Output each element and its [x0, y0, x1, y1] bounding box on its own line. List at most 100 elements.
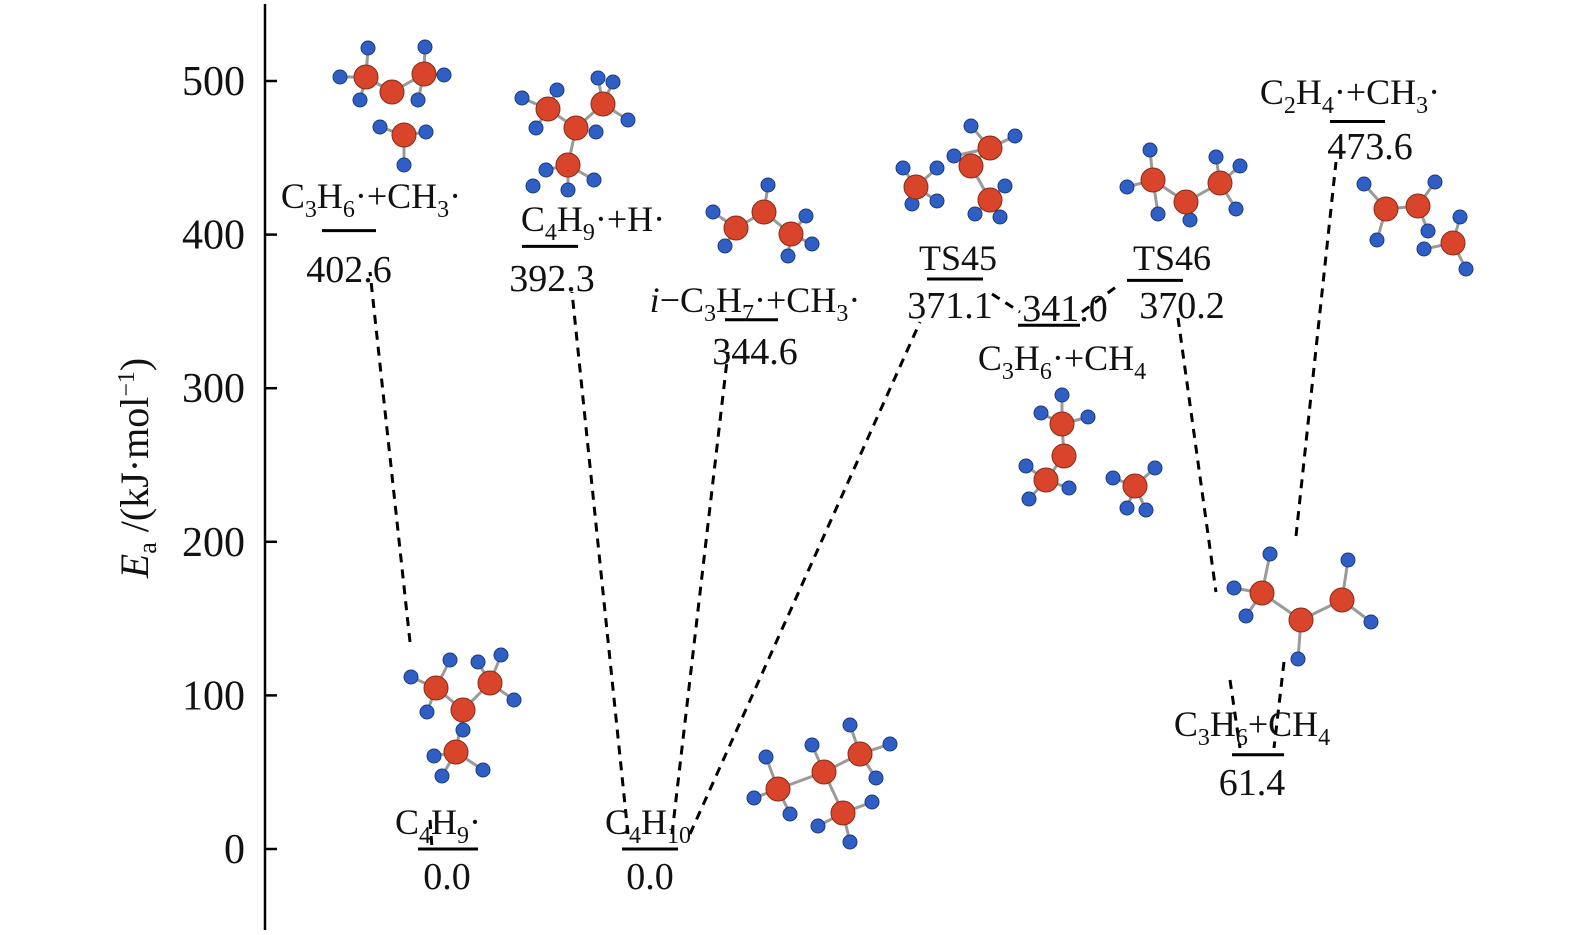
- carbon-atom: [958, 153, 984, 179]
- level-energy-value: 0.0: [423, 856, 471, 898]
- hydrogen-atom: [1138, 502, 1154, 518]
- hydrogen-atom: [475, 762, 491, 778]
- carbon-atom: [751, 199, 777, 225]
- hydrogen-atom: [882, 736, 898, 752]
- carbon-atom: [1373, 196, 1399, 222]
- hydrogen-atom: [419, 704, 435, 720]
- hydrogen-atom: [1232, 158, 1248, 174]
- hydrogen-atom: [470, 654, 486, 670]
- carbon-atom: [977, 187, 1003, 213]
- molecule-c3h6-ch3: [332, 39, 452, 173]
- hydrogen-atom: [963, 118, 979, 134]
- hydrogen-atom: [1369, 232, 1385, 248]
- hydrogen-atom: [804, 236, 820, 252]
- hydrogen-atom: [1458, 261, 1474, 277]
- level-energy-value: 371.1: [907, 285, 993, 327]
- carbon-atom: [1122, 473, 1148, 499]
- hydrogen-atom: [1142, 142, 1158, 158]
- hydrogen-atom: [352, 92, 368, 108]
- carbon-atom: [353, 64, 379, 90]
- hydrogen-atom: [810, 818, 826, 834]
- y-tick-label: 0: [224, 827, 245, 873]
- carbon-atom: [1173, 189, 1199, 215]
- hydrogen-atom: [360, 40, 376, 56]
- carbon-atom: [778, 221, 804, 247]
- hydrogen-atom: [782, 806, 798, 822]
- hydrogen-atom: [1208, 149, 1224, 165]
- level-species-label: TS46: [1133, 238, 1211, 278]
- hydrogen-atom: [528, 120, 544, 136]
- hydrogen-atom: [1018, 458, 1034, 474]
- level-energy-value: 61.4: [1219, 762, 1286, 804]
- carbon-atom: [847, 741, 873, 767]
- hydrogen-atom: [586, 172, 602, 188]
- hydrogen-atom: [538, 162, 554, 178]
- hydrogen-atom: [620, 112, 636, 128]
- connection-lines: [368, 161, 1338, 849]
- level-species-label: C4H9·+H·: [521, 199, 665, 246]
- hydrogen-atom: [1416, 241, 1432, 257]
- hydrogen-atom: [780, 248, 796, 264]
- hydrogen-atom: [1290, 651, 1306, 667]
- hydrogen-atom: [434, 768, 450, 784]
- hydrogen-atom: [929, 193, 945, 209]
- hydrogen-atom: [417, 39, 433, 55]
- carbon-atom: [830, 800, 856, 826]
- carbon-atom: [1033, 467, 1059, 493]
- molecule-structures: [332, 39, 1474, 850]
- hydrogen-atom: [992, 209, 1008, 225]
- hydrogen-atom: [1427, 174, 1443, 190]
- hydrogen-atom: [798, 208, 814, 224]
- y-tick-label: 100: [182, 673, 245, 719]
- connection-c4h9-to-c3h6-ch3: [368, 271, 412, 643]
- level-energy-value: 392.3: [509, 258, 595, 300]
- hydrogen-atom: [1226, 580, 1242, 596]
- molecule-ic3h7-ch3: [705, 177, 820, 264]
- hydrogen-atom: [418, 124, 434, 140]
- carbon-atom: [1051, 443, 1077, 469]
- level-c3h6-ch3: C3H6·+CH3·402.6: [281, 176, 461, 291]
- hydrogen-atom: [605, 74, 621, 90]
- molecule-c3h6-ch4-rad: [1018, 387, 1163, 518]
- hydrogen-atom: [746, 790, 762, 806]
- hydrogen-atom: [895, 160, 911, 176]
- hydrogen-atom: [1021, 491, 1037, 507]
- y-tick-label: 300: [182, 366, 245, 412]
- y-tick-label: 500: [182, 59, 245, 105]
- hydrogen-atom: [1238, 608, 1254, 624]
- hydrogen-atom: [946, 148, 962, 164]
- hydrogen-atom: [1363, 614, 1379, 630]
- hydrogen-atom: [396, 157, 412, 173]
- hydrogen-atom: [842, 834, 858, 850]
- level-species-label: C4H9·: [395, 802, 481, 849]
- connection-c4h10-to-ic3h7-ch3: [670, 351, 730, 835]
- level-energy-value: 344.6: [712, 331, 798, 373]
- molecule-c4h9-h: [514, 70, 636, 198]
- hydrogen-atom: [705, 204, 721, 220]
- hydrogen-atom: [997, 178, 1013, 194]
- hydrogen-atom: [426, 748, 442, 764]
- carbon-atom: [977, 135, 1003, 161]
- hydrogen-atom: [1182, 212, 1198, 228]
- carbon-atom: [555, 152, 581, 178]
- carbon-atom: [563, 115, 589, 141]
- hydrogen-atom: [758, 749, 774, 765]
- hydrogen-atom: [506, 692, 522, 708]
- carbon-atom: [1440, 230, 1466, 256]
- hydrogen-atom: [403, 669, 419, 685]
- hydrogen-atom: [864, 794, 880, 810]
- hydrogen-atom: [1007, 128, 1023, 144]
- connection-ts46-to-c3h6-ch4: [1176, 317, 1218, 593]
- level-species-label: C3H6+CH4: [1174, 704, 1330, 751]
- hydrogen-atom: [1147, 460, 1163, 476]
- hydrogen-atom: [372, 119, 388, 135]
- level-c2h4-ch3: C2H4·+CH3·473.6: [1260, 72, 1440, 168]
- carbon-atom: [1207, 170, 1233, 196]
- hydrogen-atom: [967, 206, 983, 222]
- hydrogen-atom: [525, 178, 541, 194]
